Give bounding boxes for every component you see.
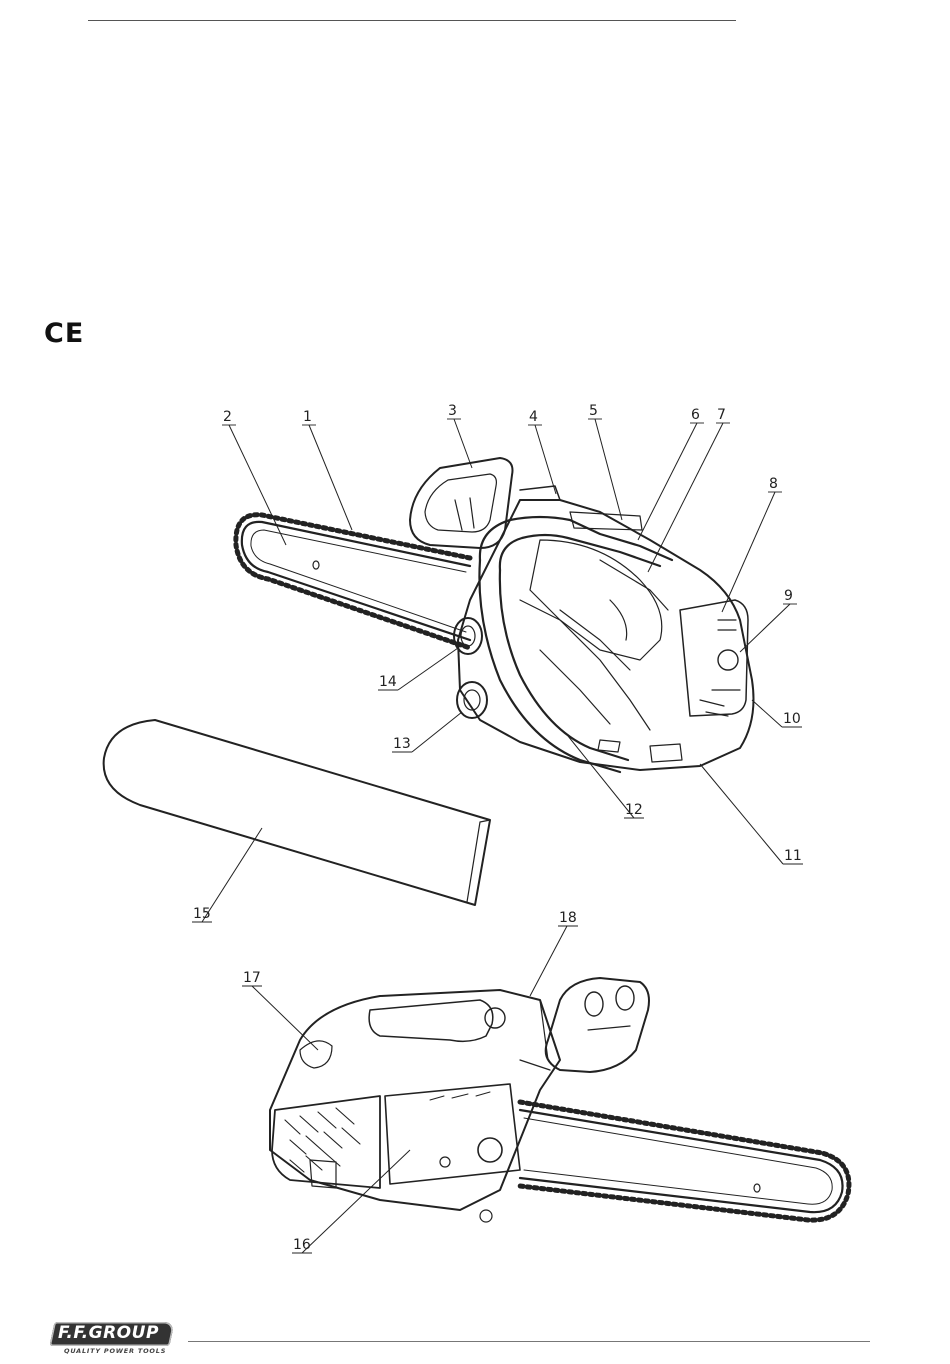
callout-17: 17 — [243, 970, 261, 986]
callout-7: 7 — [717, 407, 726, 423]
front-handle — [479, 517, 672, 772]
engine-housing — [458, 486, 754, 770]
callout-5: 5 — [589, 403, 598, 419]
callout-1: 1 — [303, 409, 312, 425]
callout-15: 15 — [193, 906, 211, 922]
callout-18: 18 — [559, 910, 577, 926]
guide-bar-with-chain — [236, 515, 470, 648]
callout-11: 11 — [784, 848, 802, 864]
lower-guide-bar-with-chain — [520, 1102, 849, 1220]
lower-chainsaw — [270, 978, 849, 1222]
upper-chainsaw — [236, 458, 754, 772]
bar-cover-scabbard — [104, 720, 490, 905]
lower-engine-housing — [270, 990, 560, 1222]
logo-tagline: QUALITY POWER TOOLS — [64, 1347, 166, 1355]
callout-16: 16 — [293, 1237, 311, 1253]
callout-labels: 1 2 3 4 5 6 7 8 9 10 — [192, 403, 803, 1253]
logo-text: F.F.GROUP — [58, 1323, 159, 1343]
callout-3: 3 — [448, 403, 457, 419]
callout-2: 2 — [223, 409, 232, 425]
callout-13: 13 — [393, 736, 411, 752]
callout-12: 12 — [625, 802, 643, 818]
callout-8: 8 — [769, 476, 778, 492]
footer-rule — [188, 1341, 870, 1342]
callout-4: 4 — [529, 409, 538, 425]
lower-rear-handle — [546, 978, 649, 1072]
callout-6: 6 — [691, 407, 700, 423]
callout-14: 14 — [379, 674, 397, 690]
callout-9: 9 — [784, 588, 793, 604]
ff-group-logo: F.F.GROUP QUALITY POWER TOOLS — [52, 1322, 174, 1358]
rear-handle — [410, 458, 513, 548]
callout-10: 10 — [783, 711, 801, 727]
